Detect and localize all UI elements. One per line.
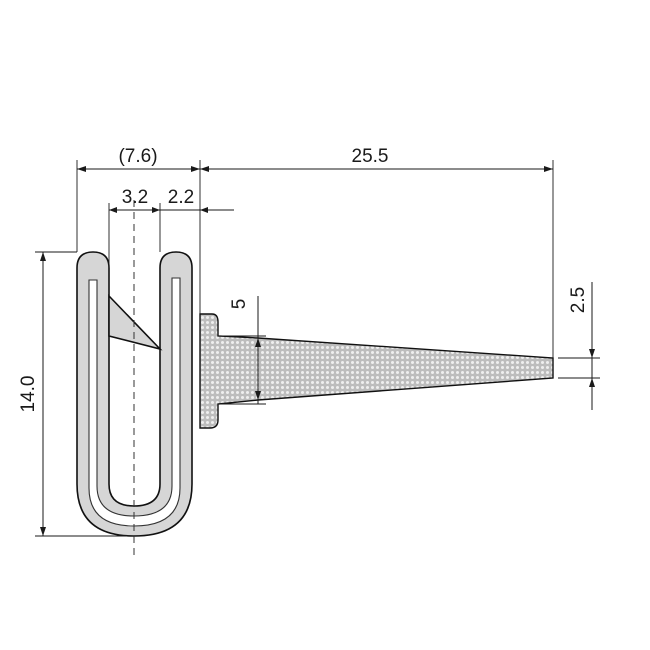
dim-label-total-width: (7.6) — [118, 146, 157, 167]
dim-label-lip-tip: 2.5 — [568, 287, 589, 313]
sealing-lip — [199, 313, 554, 429]
dim-label-lip-length: 25.5 — [352, 146, 389, 167]
dim-label-slot-width: 3.2 — [122, 187, 148, 208]
dim-label-lip-root: 5 — [229, 299, 250, 310]
dim-label-wall-width: 2.2 — [168, 187, 194, 208]
dim-label-height: 14.0 — [18, 376, 39, 413]
